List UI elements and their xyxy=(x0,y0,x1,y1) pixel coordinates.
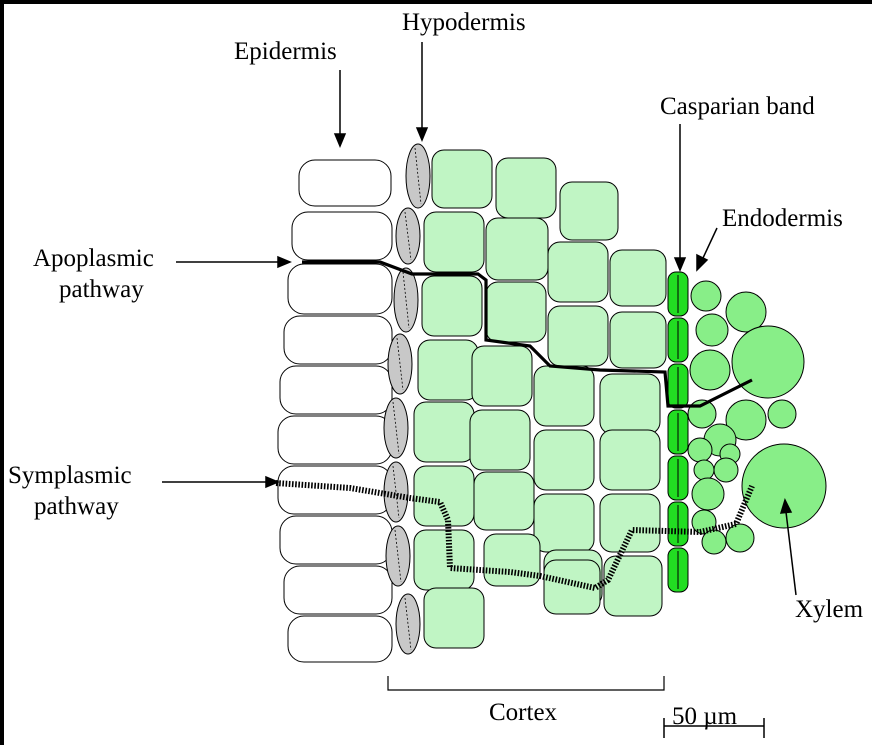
cortex-cell xyxy=(534,494,594,552)
cortex-bracket xyxy=(388,676,664,690)
epidermis-cell xyxy=(288,616,392,662)
epidermis-cell xyxy=(299,160,391,206)
label-scale: 50 µm xyxy=(672,703,738,730)
cortex-cell xyxy=(496,158,556,218)
label-cortex: Cortex xyxy=(489,699,558,726)
cortex-cell xyxy=(610,250,666,306)
stele-cell xyxy=(714,458,738,482)
hypodermis-cell xyxy=(384,398,408,458)
stele-cell xyxy=(694,460,714,480)
cortex-cell xyxy=(424,588,484,648)
epidermis-cell xyxy=(280,516,392,564)
cortex-cell xyxy=(486,218,548,280)
label-hypodermis: Hypodermis xyxy=(402,9,526,36)
cortex-cell xyxy=(486,282,546,342)
cortex-cell xyxy=(600,430,660,490)
cortex-cell xyxy=(414,402,474,462)
hypodermis-cell xyxy=(388,334,412,394)
cortex-cell xyxy=(600,374,660,434)
stele-cell xyxy=(692,478,724,510)
label-apoplasmic-2: pathway xyxy=(59,276,144,303)
stele-cell xyxy=(742,444,826,528)
epidermis-cell xyxy=(278,466,392,514)
cortex-cells xyxy=(414,150,666,648)
epidermis-cells xyxy=(278,160,392,662)
label-epidermis: Epidermis xyxy=(234,38,337,65)
cortex-cell xyxy=(484,534,540,586)
epidermis-cell xyxy=(288,264,392,314)
stele-cell xyxy=(768,400,796,428)
hypodermis-cell xyxy=(386,526,410,586)
cortex-cell xyxy=(474,472,534,530)
epidermis-cell xyxy=(284,316,392,364)
endodermis-cells xyxy=(668,272,688,592)
stele-cell xyxy=(688,438,712,462)
cortex-cell xyxy=(424,212,484,272)
cortex-cell xyxy=(600,494,660,552)
cortex-cell xyxy=(610,312,666,368)
cortex-cell xyxy=(548,242,608,302)
stele-cell xyxy=(691,281,721,311)
stele-cell xyxy=(726,292,766,332)
cortex-cell xyxy=(470,410,530,470)
label-symplasmic-2: pathway xyxy=(34,493,119,520)
label-endodermis: Endodermis xyxy=(722,205,843,232)
cortex-cell xyxy=(534,366,594,426)
cortex-cell xyxy=(418,340,478,400)
label-xylem: Xylem xyxy=(795,596,864,623)
epidermis-cell xyxy=(278,416,392,464)
cortex-cell xyxy=(422,276,482,336)
cortex-cell xyxy=(534,430,594,490)
hypodermis-cell xyxy=(384,462,408,522)
label-symplasmic-1: Symplasmic xyxy=(8,462,132,489)
cortex-cell xyxy=(560,182,618,240)
stele-cell xyxy=(696,314,728,346)
cortex-cell xyxy=(544,560,600,614)
cortex-cell xyxy=(414,530,474,590)
label-apoplasmic-1: Apoplasmic xyxy=(33,245,154,272)
cortex-cell xyxy=(472,346,532,406)
epidermis-cell xyxy=(284,566,392,614)
epidermis-cell xyxy=(280,366,392,414)
epidermis-cell xyxy=(292,212,392,260)
hypodermis-cell xyxy=(396,594,420,654)
label-casparian-band: Casparian band xyxy=(660,93,815,120)
stele-cell xyxy=(690,350,730,390)
cortex-cell xyxy=(548,306,608,366)
cortex-cell xyxy=(432,150,492,208)
stele-cells xyxy=(688,281,826,554)
stele-cell xyxy=(732,326,804,398)
stele-cell xyxy=(702,530,726,554)
